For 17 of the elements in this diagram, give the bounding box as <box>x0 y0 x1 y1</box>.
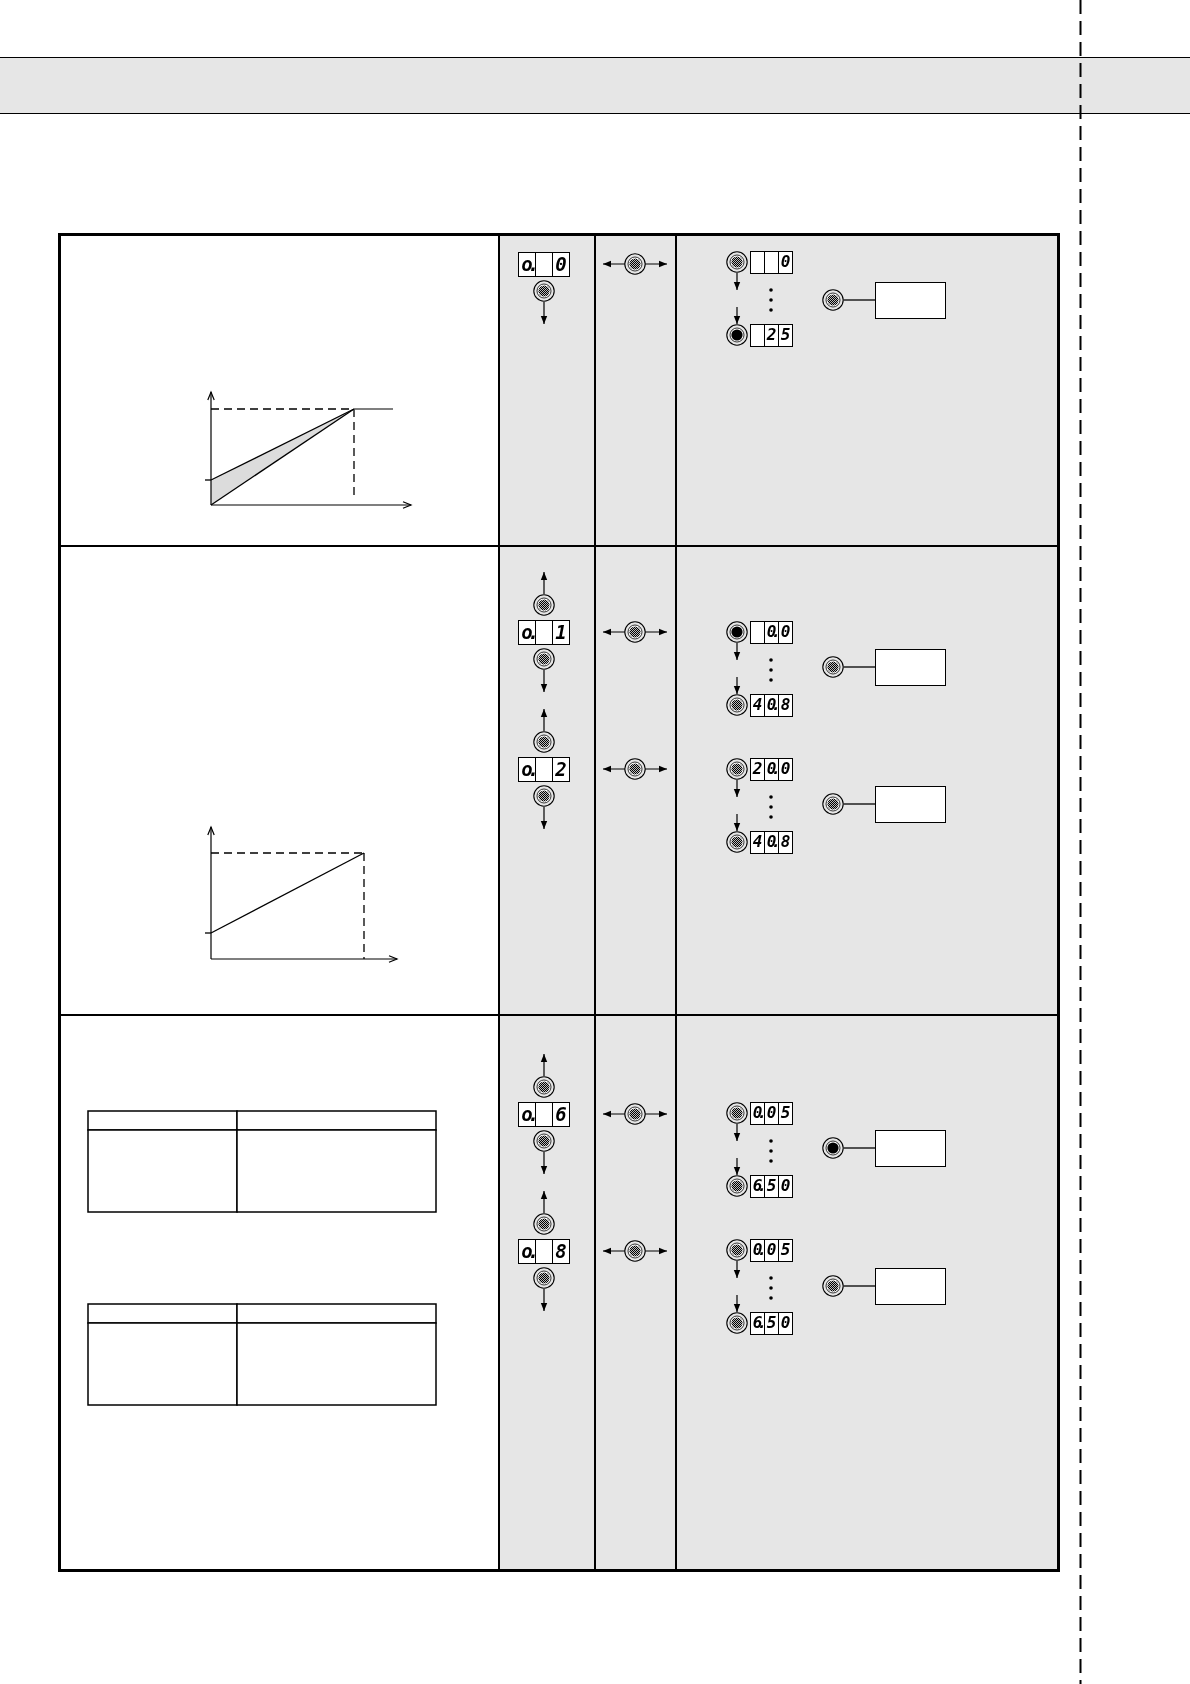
segment-display: 0 <box>750 250 793 274</box>
empty-box <box>875 1129 946 1167</box>
empty-box <box>875 785 946 823</box>
segment-display: o. 2 <box>518 756 570 782</box>
empty-box <box>875 281 946 319</box>
empty-box <box>875 1267 946 1305</box>
segment-display: o. 6 <box>518 1101 570 1127</box>
segment-display: o. 0 <box>518 251 570 277</box>
knob-icon <box>822 1137 844 1159</box>
empty-box <box>875 648 946 686</box>
knob-icon <box>822 656 844 678</box>
knob-icon <box>822 289 844 311</box>
knob-icon <box>822 1275 844 1297</box>
knob-icon <box>822 793 844 815</box>
segment-display: o. 8 <box>518 1238 570 1264</box>
segment-display: o. 1 <box>518 619 570 645</box>
segment-display: 0.0 <box>750 620 793 644</box>
